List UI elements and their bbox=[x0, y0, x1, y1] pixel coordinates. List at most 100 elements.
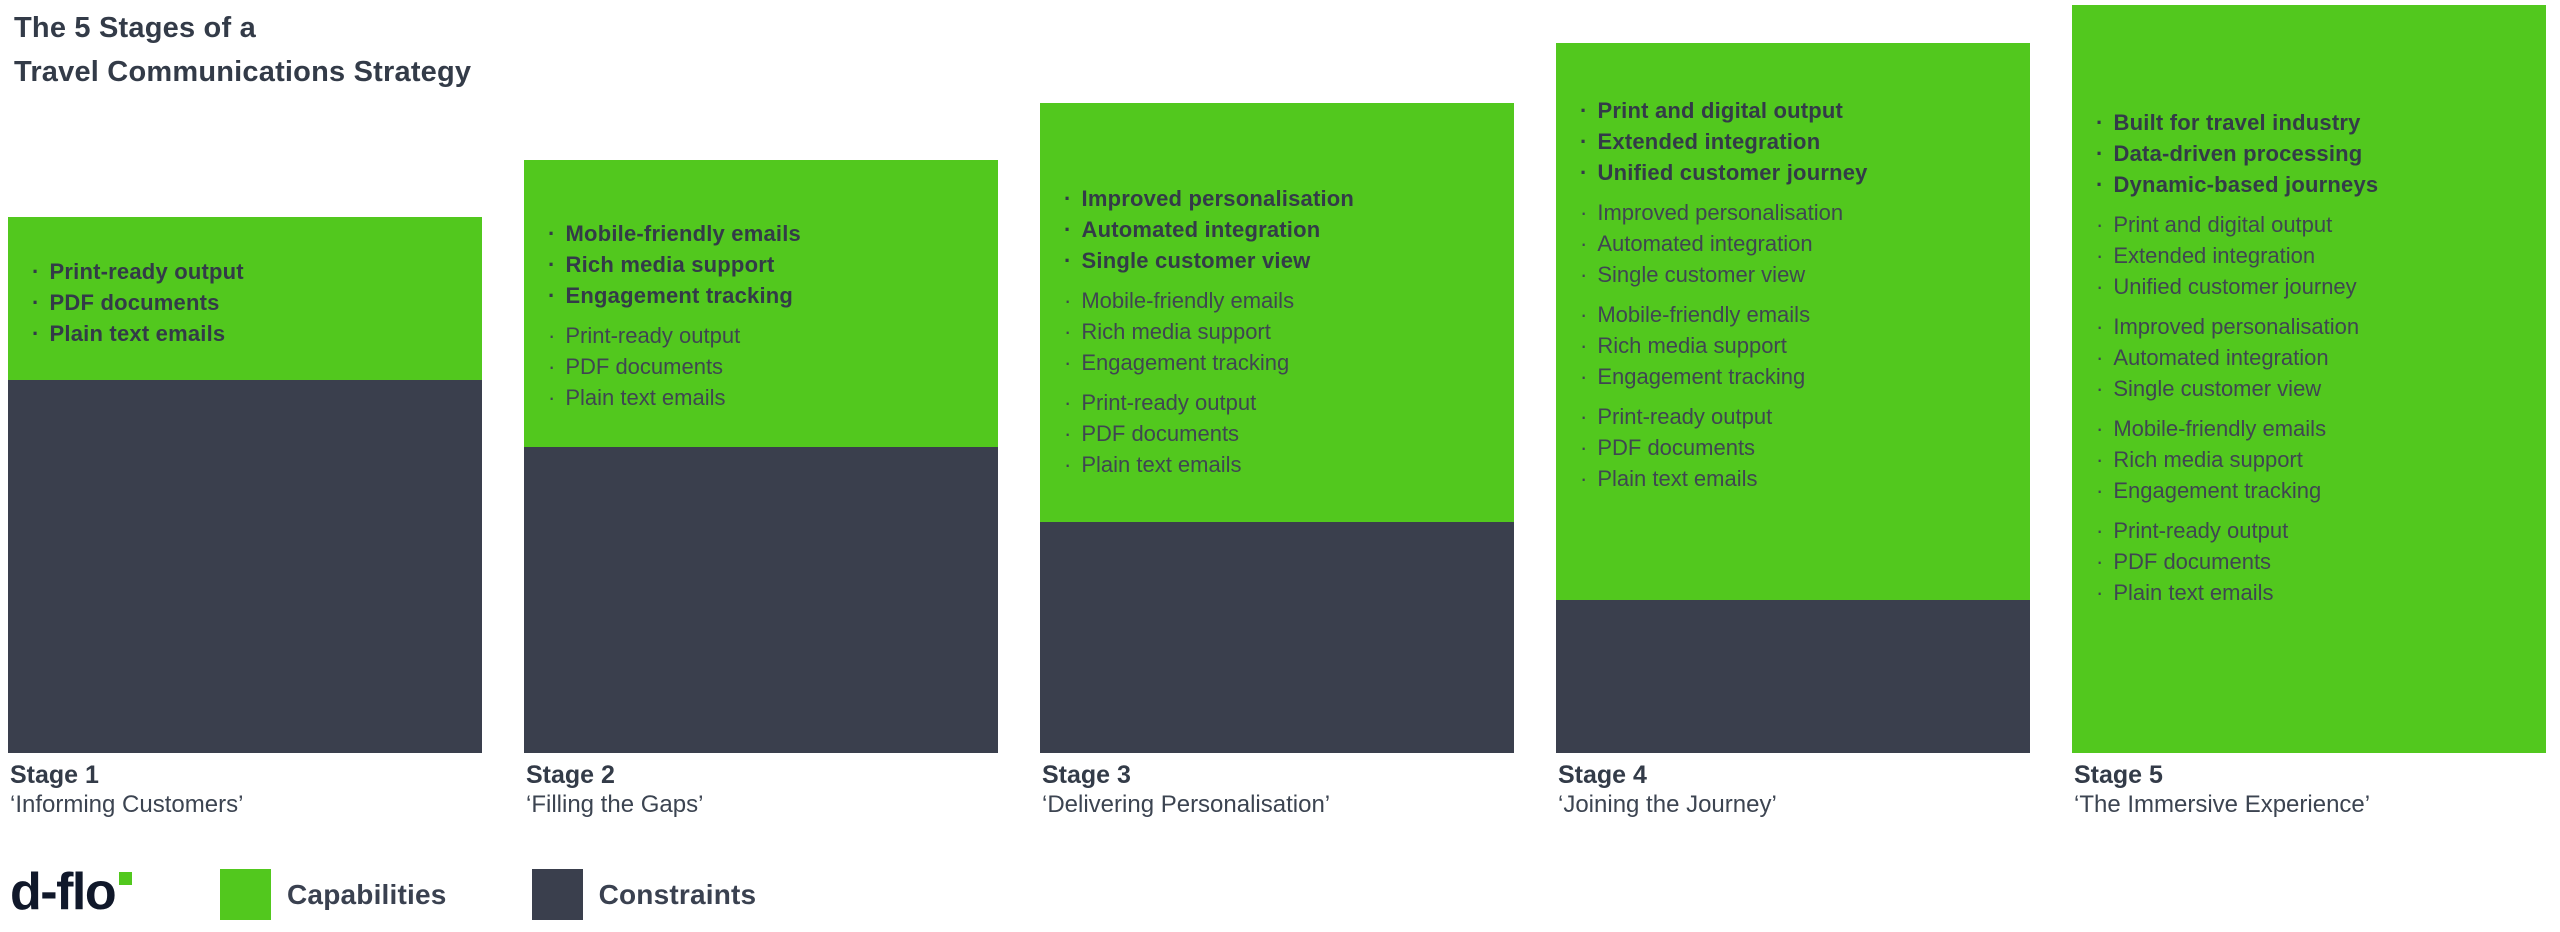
constraints-section bbox=[1040, 522, 1514, 753]
list-item: Print-ready output bbox=[2096, 515, 2540, 546]
list-item: PDF documents bbox=[32, 287, 476, 318]
new-capabilities-group: Print and digital outputExtended integra… bbox=[1556, 95, 2030, 188]
chart-title: The 5 Stages of a Travel Communications … bbox=[14, 6, 471, 94]
list-item: Mobile-friendly emails bbox=[548, 218, 992, 249]
list-item: Built for travel industry bbox=[2096, 107, 2540, 138]
inherited-capabilities-group: Mobile-friendly emailsRich media support… bbox=[2072, 413, 2546, 506]
stage-column-3: Improved personalisationAutomated integr… bbox=[1040, 0, 1514, 932]
capabilities-list: Improved personalisationAutomated integr… bbox=[1040, 174, 1514, 489]
list-item: Mobile-friendly emails bbox=[1580, 299, 2024, 330]
stage-subtitle: ‘Delivering Personalisation’ bbox=[1042, 791, 1331, 818]
stage-label: Stage 4 bbox=[1558, 761, 1647, 789]
stage-label: Stage 1 bbox=[10, 761, 99, 789]
list-item: PDF documents bbox=[548, 351, 992, 382]
list-item: Engagement tracking bbox=[548, 280, 992, 311]
stage-subtitle: ‘The Immersive Experience’ bbox=[2074, 791, 2371, 818]
stage-column-2: Mobile-friendly emailsRich media support… bbox=[524, 0, 998, 932]
list-item: Plain text emails bbox=[1580, 463, 2024, 494]
new-capabilities-group: Mobile-friendly emailsRich media support… bbox=[524, 218, 998, 311]
list-item: Engagement tracking bbox=[2096, 475, 2540, 506]
stage-label: Stage 2 bbox=[526, 761, 615, 789]
list-item: PDF documents bbox=[1064, 418, 1508, 449]
list-item: Automated integration bbox=[1064, 214, 1508, 245]
capabilities-list: Mobile-friendly emailsRich media support… bbox=[524, 209, 998, 422]
list-item: Rich media support bbox=[548, 249, 992, 280]
legend-capabilities-label: Capabilities bbox=[287, 878, 447, 910]
list-item: Rich media support bbox=[1580, 330, 2024, 361]
inherited-capabilities-group: Print-ready outputPDF documentsPlain tex… bbox=[2072, 515, 2546, 608]
dflo-logo: d-flo bbox=[10, 863, 133, 922]
list-item: Print-ready output bbox=[32, 256, 476, 287]
list-item: Print and digital output bbox=[2096, 209, 2540, 240]
list-item: Single customer view bbox=[1064, 245, 1508, 276]
constraints-section bbox=[1556, 600, 2030, 753]
list-item: Rich media support bbox=[1064, 316, 1508, 347]
inherited-capabilities-group: Improved personalisationAutomated integr… bbox=[1556, 197, 2030, 290]
list-item: Plain text emails bbox=[548, 382, 992, 413]
list-item: Engagement tracking bbox=[1580, 361, 2024, 392]
legend-item-capabilities: Capabilities bbox=[220, 869, 447, 920]
new-capabilities-group: Print-ready outputPDF documentsPlain tex… bbox=[8, 256, 482, 349]
constraints-swatch-icon bbox=[531, 869, 583, 920]
list-item: Improved personalisation bbox=[1064, 183, 1508, 214]
stage-column-4: Print and digital outputExtended integra… bbox=[1556, 0, 2030, 932]
dflo-logo-text: d-flo bbox=[10, 863, 117, 921]
chart-title-line2: Travel Communications Strategy bbox=[14, 56, 472, 88]
list-item: Plain text emails bbox=[2096, 577, 2540, 608]
list-item: Data-driven processing bbox=[2096, 138, 2540, 169]
capabilities-list: Built for travel industryData-driven pro… bbox=[2072, 98, 2546, 617]
list-item: Extended integration bbox=[1580, 126, 2024, 157]
inherited-capabilities-group: Print-ready outputPDF documentsPlain tex… bbox=[1556, 401, 2030, 494]
stage-subtitle: ‘Filling the Gaps’ bbox=[526, 791, 704, 818]
stage-subtitle: ‘Informing Customers’ bbox=[10, 791, 244, 818]
stage-column-1: Print-ready outputPDF documentsPlain tex… bbox=[8, 0, 482, 932]
list-item: Automated integration bbox=[1580, 228, 2024, 259]
stage-label: Stage 3 bbox=[1042, 761, 1131, 789]
list-item: Plain text emails bbox=[32, 318, 476, 349]
constraints-section bbox=[524, 447, 998, 753]
dflo-logo-green-dot-icon bbox=[119, 872, 133, 885]
list-item: Automated integration bbox=[2096, 342, 2540, 373]
inherited-capabilities-group: Mobile-friendly emailsRich media support… bbox=[1556, 299, 2030, 392]
capabilities-section: Print-ready outputPDF documentsPlain tex… bbox=[8, 217, 482, 380]
list-item: PDF documents bbox=[1580, 432, 2024, 463]
list-item: Dynamic-based journeys bbox=[2096, 169, 2540, 200]
list-item: Print-ready output bbox=[1580, 401, 2024, 432]
capabilities-list: Print and digital outputExtended integra… bbox=[1556, 86, 2030, 503]
inherited-capabilities-group: Print and digital outputExtended integra… bbox=[2072, 209, 2546, 302]
capabilities-swatch-icon bbox=[220, 869, 271, 920]
capabilities-section: Built for travel industryData-driven pro… bbox=[2072, 5, 2546, 753]
list-item: Plain text emails bbox=[1064, 449, 1508, 480]
stage-subtitle: ‘Joining the Journey’ bbox=[1558, 791, 1777, 818]
list-item: Engagement tracking bbox=[1064, 347, 1508, 378]
stage-column-5: Built for travel industryData-driven pro… bbox=[2072, 0, 2546, 932]
legend-item-constraints: Constraints bbox=[531, 869, 757, 920]
new-capabilities-group: Built for travel industryData-driven pro… bbox=[2072, 107, 2546, 200]
list-item: Print-ready output bbox=[1064, 387, 1508, 418]
inherited-capabilities-group: Print-ready outputPDF documentsPlain tex… bbox=[1040, 387, 1514, 480]
list-item: Print and digital output bbox=[1580, 95, 2024, 126]
constraints-section bbox=[8, 380, 482, 753]
new-capabilities-group: Improved personalisationAutomated integr… bbox=[1040, 183, 1514, 276]
list-item: PDF documents bbox=[2096, 546, 2540, 577]
list-item: Mobile-friendly emails bbox=[1064, 285, 1508, 316]
list-item: Mobile-friendly emails bbox=[2096, 413, 2540, 444]
capabilities-section: Print and digital outputExtended integra… bbox=[1556, 43, 2030, 600]
list-item: Rich media support bbox=[2096, 444, 2540, 475]
list-item: Improved personalisation bbox=[2096, 311, 2540, 342]
inherited-capabilities-group: Improved personalisationAutomated integr… bbox=[2072, 311, 2546, 404]
inherited-capabilities-group: Print-ready outputPDF documentsPlain tex… bbox=[524, 320, 998, 413]
capabilities-section: Improved personalisationAutomated integr… bbox=[1040, 103, 1514, 522]
capabilities-section: Mobile-friendly emailsRich media support… bbox=[524, 160, 998, 447]
stage-label: Stage 5 bbox=[2074, 761, 2163, 789]
legend-constraints-label: Constraints bbox=[598, 878, 757, 910]
list-item: Unified customer journey bbox=[1580, 157, 2024, 188]
list-item: Single customer view bbox=[1580, 259, 2024, 290]
chart-title-line1: The 5 Stages of a bbox=[14, 12, 256, 44]
legend: Capabilities Constraints bbox=[220, 869, 756, 920]
list-item: Single customer view bbox=[2096, 373, 2540, 404]
list-item: Extended integration bbox=[2096, 240, 2540, 271]
list-item: Improved personalisation bbox=[1580, 197, 2024, 228]
list-item: Print-ready output bbox=[548, 320, 992, 351]
list-item: Unified customer journey bbox=[2096, 271, 2540, 302]
